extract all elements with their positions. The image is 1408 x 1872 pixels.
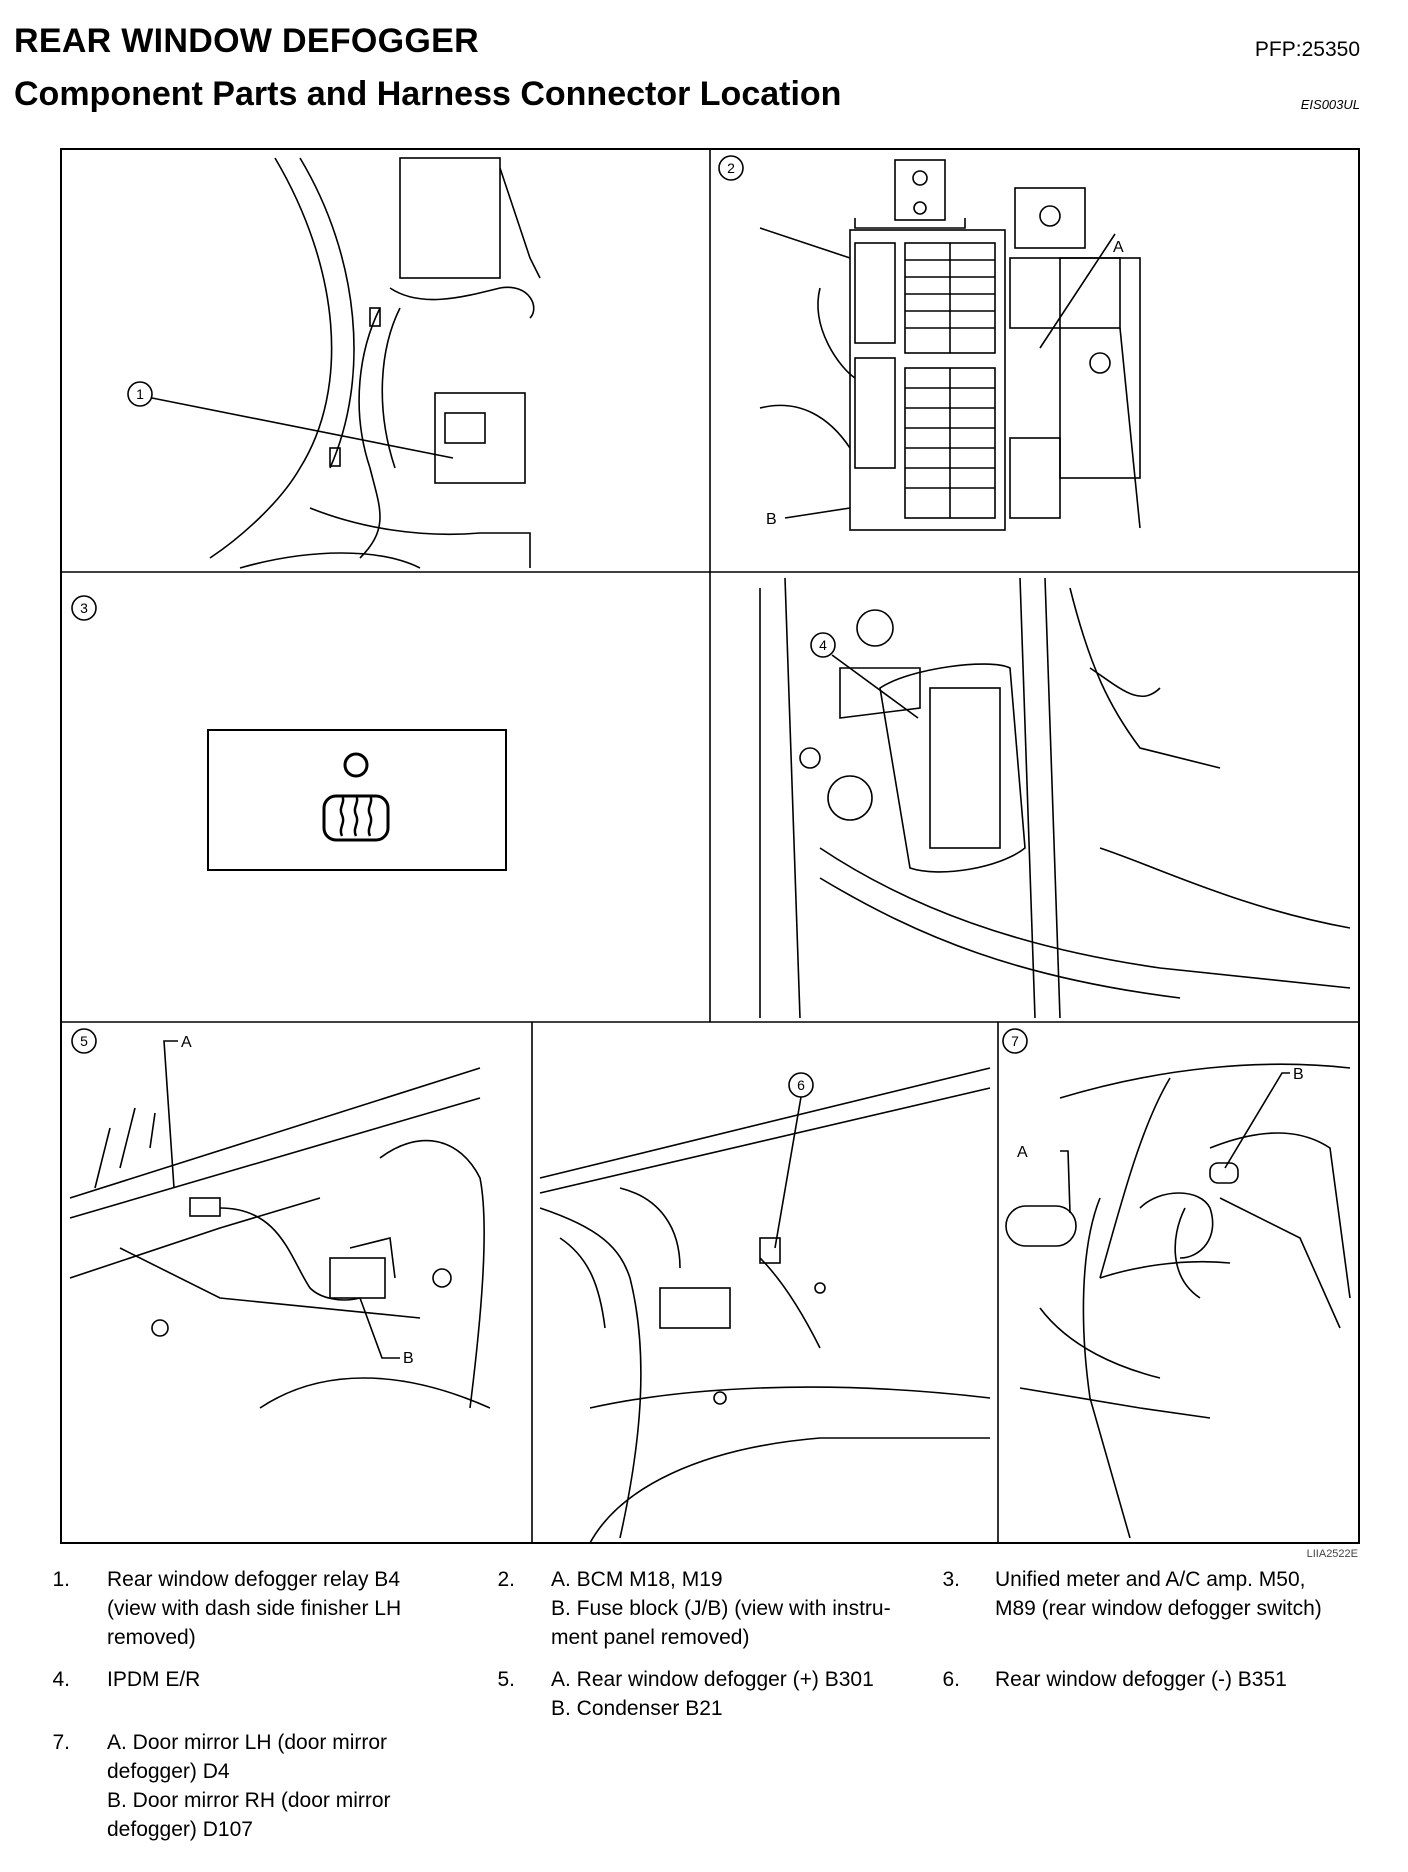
legend-text: B. Door mirror RH (door mirror <box>107 1789 391 1812</box>
panel-number-1: 1 <box>136 386 144 402</box>
callout-4 <box>810 632 919 719</box>
fuse-grid <box>904 242 996 519</box>
legend-text: Rear window defogger relay B4 <box>107 1568 400 1591</box>
callout-label-5B: B <box>403 1350 414 1367</box>
legend-number: 3. <box>942 1568 960 1591</box>
legend-number: 2. <box>497 1568 515 1591</box>
pfp-code: PFP:25350 <box>1254 38 1360 61</box>
panel-4-drawing <box>759 577 1351 1019</box>
legend-text: A. Door mirror LH (door mirror <box>107 1731 388 1754</box>
panel-7-drawing <box>1005 1063 1351 1539</box>
panel-number-7: 7 <box>1011 1033 1019 1049</box>
callout-7 <box>1002 1028 1028 1054</box>
callout-label-7A: A <box>1017 1144 1028 1161</box>
legend-text: A. Rear window defogger (+) B301 <box>551 1668 874 1691</box>
figure-id: LIIA2522E <box>1306 1548 1358 1560</box>
panel-number-5: 5 <box>80 1033 88 1049</box>
panel-1-drawing <box>209 157 541 569</box>
callout-3 <box>71 595 97 621</box>
legend-number: 6. <box>942 1668 960 1691</box>
panel-5-drawing <box>69 1067 491 1409</box>
callout-7A <box>1060 1150 1071 1214</box>
legend-text: IPDM E/R <box>107 1668 201 1691</box>
legend-text: M89 (rear window defogger switch) <box>995 1597 1322 1620</box>
panel-3-drawing <box>207 729 507 871</box>
panel-2-drawing <box>759 159 1141 531</box>
callout-7B <box>1224 1072 1290 1169</box>
panel-number-3: 3 <box>80 600 88 616</box>
component-location-diagram: 1 2 3 4 5 6 7 A B A B A B <box>60 148 1360 1544</box>
panel-6-drawing <box>539 1067 991 1544</box>
legend-text: defogger) D4 <box>107 1760 230 1783</box>
legend-text: Rear window defogger (-) B351 <box>995 1668 1287 1691</box>
callout-5A <box>163 1040 178 1189</box>
callout-label-2A: A <box>1113 239 1124 256</box>
callout-5B <box>359 1297 400 1359</box>
panel-number-4: 4 <box>819 637 827 653</box>
legend-text: removed) <box>107 1626 196 1649</box>
legend-number: 7. <box>52 1731 70 1754</box>
legend-text: defogger) D107 <box>107 1818 253 1841</box>
page-subtitle: Component Parts and Harness Connector Lo… <box>14 75 842 113</box>
callout-1 <box>127 381 454 459</box>
panel-number-6: 6 <box>797 1077 805 1093</box>
legend-text: B. Fuse block (J/B) (view with instru- <box>551 1597 891 1620</box>
callout-6 <box>774 1072 814 1249</box>
legend-number: 1. <box>52 1568 70 1591</box>
panel-number-2: 2 <box>727 160 735 176</box>
callout-label-2B: B <box>766 511 777 528</box>
callout-2A <box>1039 233 1116 349</box>
section-code: EIS003UL <box>1300 97 1360 112</box>
legend-text: (view with dash side finisher LH <box>107 1597 402 1620</box>
callout-label-5A: A <box>181 1034 192 1051</box>
legend-text: Unified meter and A/C amp. M50, <box>995 1568 1306 1591</box>
page-title: REAR WINDOW DEFOGGER <box>14 22 479 60</box>
legend-text: ment panel removed) <box>551 1626 750 1649</box>
legend-text: A. BCM M18, M19 <box>551 1568 723 1591</box>
callout-2B <box>784 507 851 519</box>
callout-label-7B: B <box>1293 1066 1304 1083</box>
legend-text: B. Condenser B21 <box>551 1697 723 1720</box>
callout-5 <box>71 1028 97 1054</box>
callout-2 <box>718 155 744 181</box>
legend-number: 4. <box>52 1668 70 1691</box>
legend-number: 5. <box>497 1668 515 1691</box>
